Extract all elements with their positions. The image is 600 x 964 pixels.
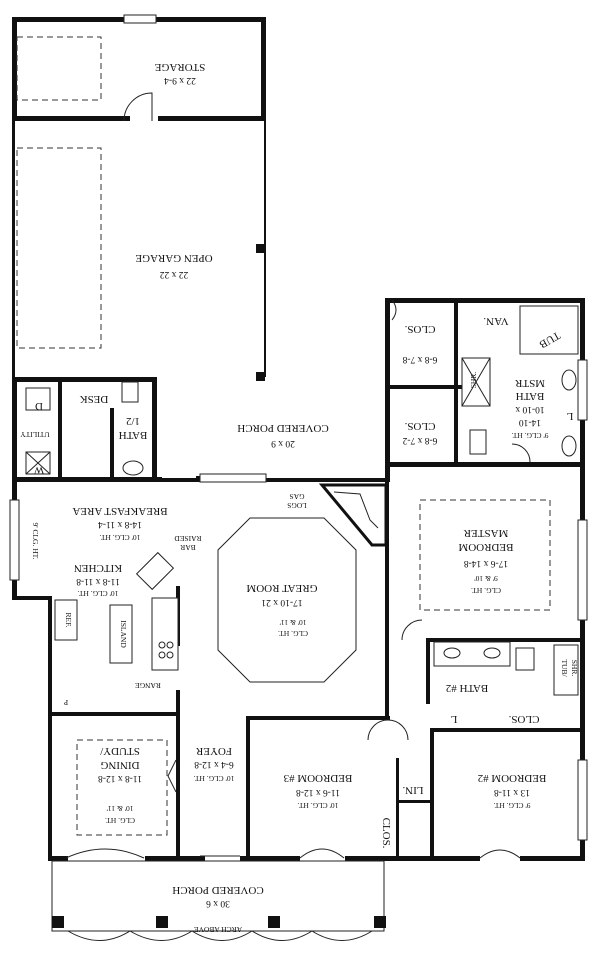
washer-label: W [33, 464, 44, 476]
front-porch-structure [51, 860, 386, 941]
bedroom2-clg: 9' CLG. HT. [493, 801, 530, 810]
foyer-dim: 6-4 x 12-8 [194, 759, 234, 769]
clos-mid-dim: 6-8 x 7-2 [402, 435, 437, 445]
raised-bar-label-1: RAISED [174, 534, 202, 543]
range-label: RANGE [135, 681, 161, 690]
desk-label: DESK [80, 393, 109, 405]
breakfast-dim: 14-8 x 11-4 [98, 519, 142, 529]
study-label-1: STUDY/ [99, 745, 140, 757]
pantry-label: P [64, 698, 68, 707]
bedroom2-dim: 13 x 11-8 [494, 787, 530, 797]
bedroom3-label: BEDROOM #3 [283, 772, 352, 784]
fireplace [318, 483, 388, 547]
clos-top-label: CLOS. [404, 323, 435, 335]
master-bath-fixtures [461, 305, 579, 457]
great-room-clg-2: CLG. HT. [278, 629, 308, 638]
arch-above-label: ARCH ABOVE [194, 925, 243, 934]
foyer-label: FOYER [195, 745, 232, 757]
l-mstr-label: L [566, 410, 573, 422]
gas-logs-label-1: GAS [289, 492, 304, 501]
master-bedroom-clg-1: 9' & 10' [474, 574, 498, 583]
lin-label: LIN. [402, 784, 423, 796]
utility-label: UTILITY [20, 430, 50, 439]
master-bedroom-dim: 17-6 x 14-8 [464, 558, 509, 568]
half-bath-label-1: 1/2 [126, 415, 140, 427]
gas-logs-label-2: LOGS [287, 501, 307, 510]
bedroom3-clg: 10' CLG. HT. [297, 801, 338, 810]
clos-b2-label: CLOS. [508, 713, 539, 725]
open-garage-dim: 22 x 22 [160, 269, 189, 279]
l-b2-label: L [450, 713, 457, 725]
ceiling-lines [16, 36, 551, 836]
bath2-fixtures [433, 641, 579, 696]
study-dim: 11-8 x 12-8 [98, 773, 142, 783]
covered-porch-front-dim: 30 x 6 [206, 898, 230, 908]
breakfast-clg: 10' CLG. HT. [99, 533, 140, 542]
kitchen-label: KITCHEN [74, 562, 122, 574]
clos-top-dim: 6-8 x 7-8 [402, 354, 437, 364]
study-clg-2: CLG. HT. [105, 816, 135, 825]
covered-porch-front-label: COVERED PORCH [172, 884, 263, 896]
kitchen-fixtures [54, 551, 179, 671]
great-room-label: GREAT ROOM [246, 582, 317, 594]
master-bedroom-label-2: BEDROOM [458, 541, 513, 553]
open-garage-label: OPEN GARAGE [135, 252, 213, 264]
mstr-bath-label-1: MSTR [514, 377, 545, 389]
master-bedroom-label-1: MASTER [463, 527, 508, 539]
storage-dim: 22 x 9-4 [164, 75, 196, 85]
room-labels: STORAGE 22 x 9-4 OPEN GARAGE 22 x 22 COV… [20, 61, 579, 934]
study-label-2: DINING [100, 759, 139, 771]
bedroom2-label: BEDROOM #2 [478, 772, 547, 784]
covered-porch-side-label: COVERED PORCH [237, 422, 328, 434]
mstr-bath-dim-1: 10-10 x [515, 404, 545, 414]
clg-side-label: 9' CLG. HT. [31, 522, 40, 559]
bath2-label: BATH #2 [446, 682, 488, 694]
ref-label: REF. [64, 612, 73, 627]
storage-label: STORAGE [154, 61, 205, 73]
clos-b3-label: CLOS. [380, 818, 392, 849]
master-bedroom-clg-2: CLG. HT. [471, 586, 501, 595]
exterior-walls [12, 17, 585, 861]
study-clg-1: 10' & 11' [106, 804, 134, 813]
clos-mid-label: CLOS. [404, 420, 435, 432]
kitchen-dim: 11-8 x 11-8 [76, 576, 120, 586]
island-label: ISLAND [119, 620, 128, 648]
bedroom3-dim: 11-6 x 12-8 [296, 787, 340, 797]
shr-label: SHR. [469, 372, 478, 389]
van-label: VAN. [483, 315, 508, 327]
great-room-dim: 17-10 x 21 [261, 597, 302, 607]
mstr-bath-dim-2: 14-10 [519, 417, 541, 427]
covered-porch-side-dim: 20 x 9 [271, 438, 295, 448]
breakfast-label: BREAKFAST AREA [72, 505, 167, 517]
mstr-bath-clg: 9' CLG. HT. [511, 431, 548, 440]
kitchen-clg: 10' CLG. HT. [77, 589, 118, 598]
foyer-clg: 10' CLG. HT. [193, 774, 234, 783]
windows [9, 14, 588, 859]
half-bath-fixtures [25, 381, 144, 476]
dryer-label: D [35, 400, 43, 412]
raised-bar-label-2: BAR [180, 543, 195, 552]
tub-shr-label-1: TUB/ [560, 659, 569, 677]
mstr-bath-label-2: BATH [516, 390, 545, 402]
half-bath-label-2: BATH [119, 429, 148, 441]
great-room-clg-1: 10' & 11' [279, 618, 307, 627]
tub-shr-label-2: SHR. [570, 660, 579, 677]
door-swings [123, 92, 531, 857]
